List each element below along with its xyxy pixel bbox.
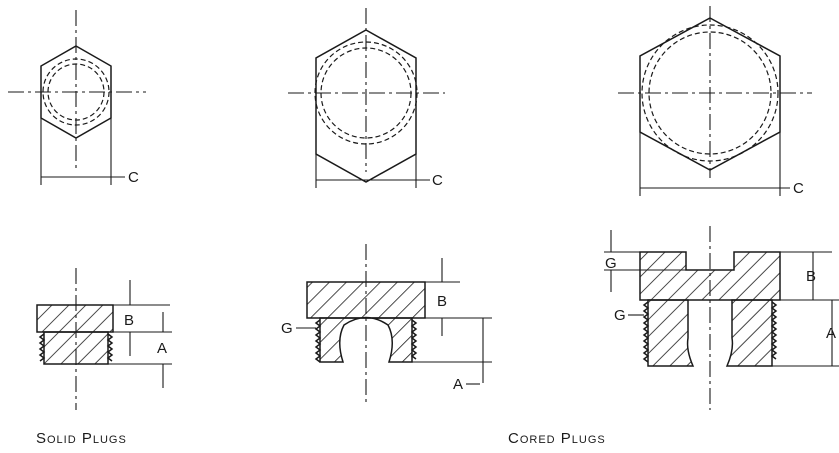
dim-label-b: B — [437, 293, 447, 310]
cored-plug-medium-top-view: C — [288, 8, 445, 189]
dim-label-b: B — [124, 312, 134, 329]
solid-plug-section: B A — [36, 268, 172, 410]
dim-label-b: B — [806, 268, 816, 285]
solid-plug-top-view: C — [8, 10, 146, 186]
cored-plug-large-section: G G B A — [604, 226, 839, 410]
dim-label-g: G — [281, 320, 293, 337]
dim-label-a: A — [826, 325, 836, 342]
dim-label-g: G — [605, 255, 617, 272]
dim-label-a: A — [157, 340, 167, 357]
dim-label-a: A — [453, 376, 463, 393]
dim-label-g: G — [614, 307, 626, 324]
dim-label-c: C — [128, 169, 139, 186]
dim-label-c: C — [793, 180, 804, 197]
solid-plugs-caption: Solid Plugs — [36, 430, 127, 447]
cored-plugs-caption: Cored Plugs — [508, 430, 606, 447]
cored-plug-medium-section: G B A — [281, 244, 492, 405]
cored-plug-large-top-view: C — [618, 6, 812, 197]
dim-label-c: C — [432, 172, 443, 189]
